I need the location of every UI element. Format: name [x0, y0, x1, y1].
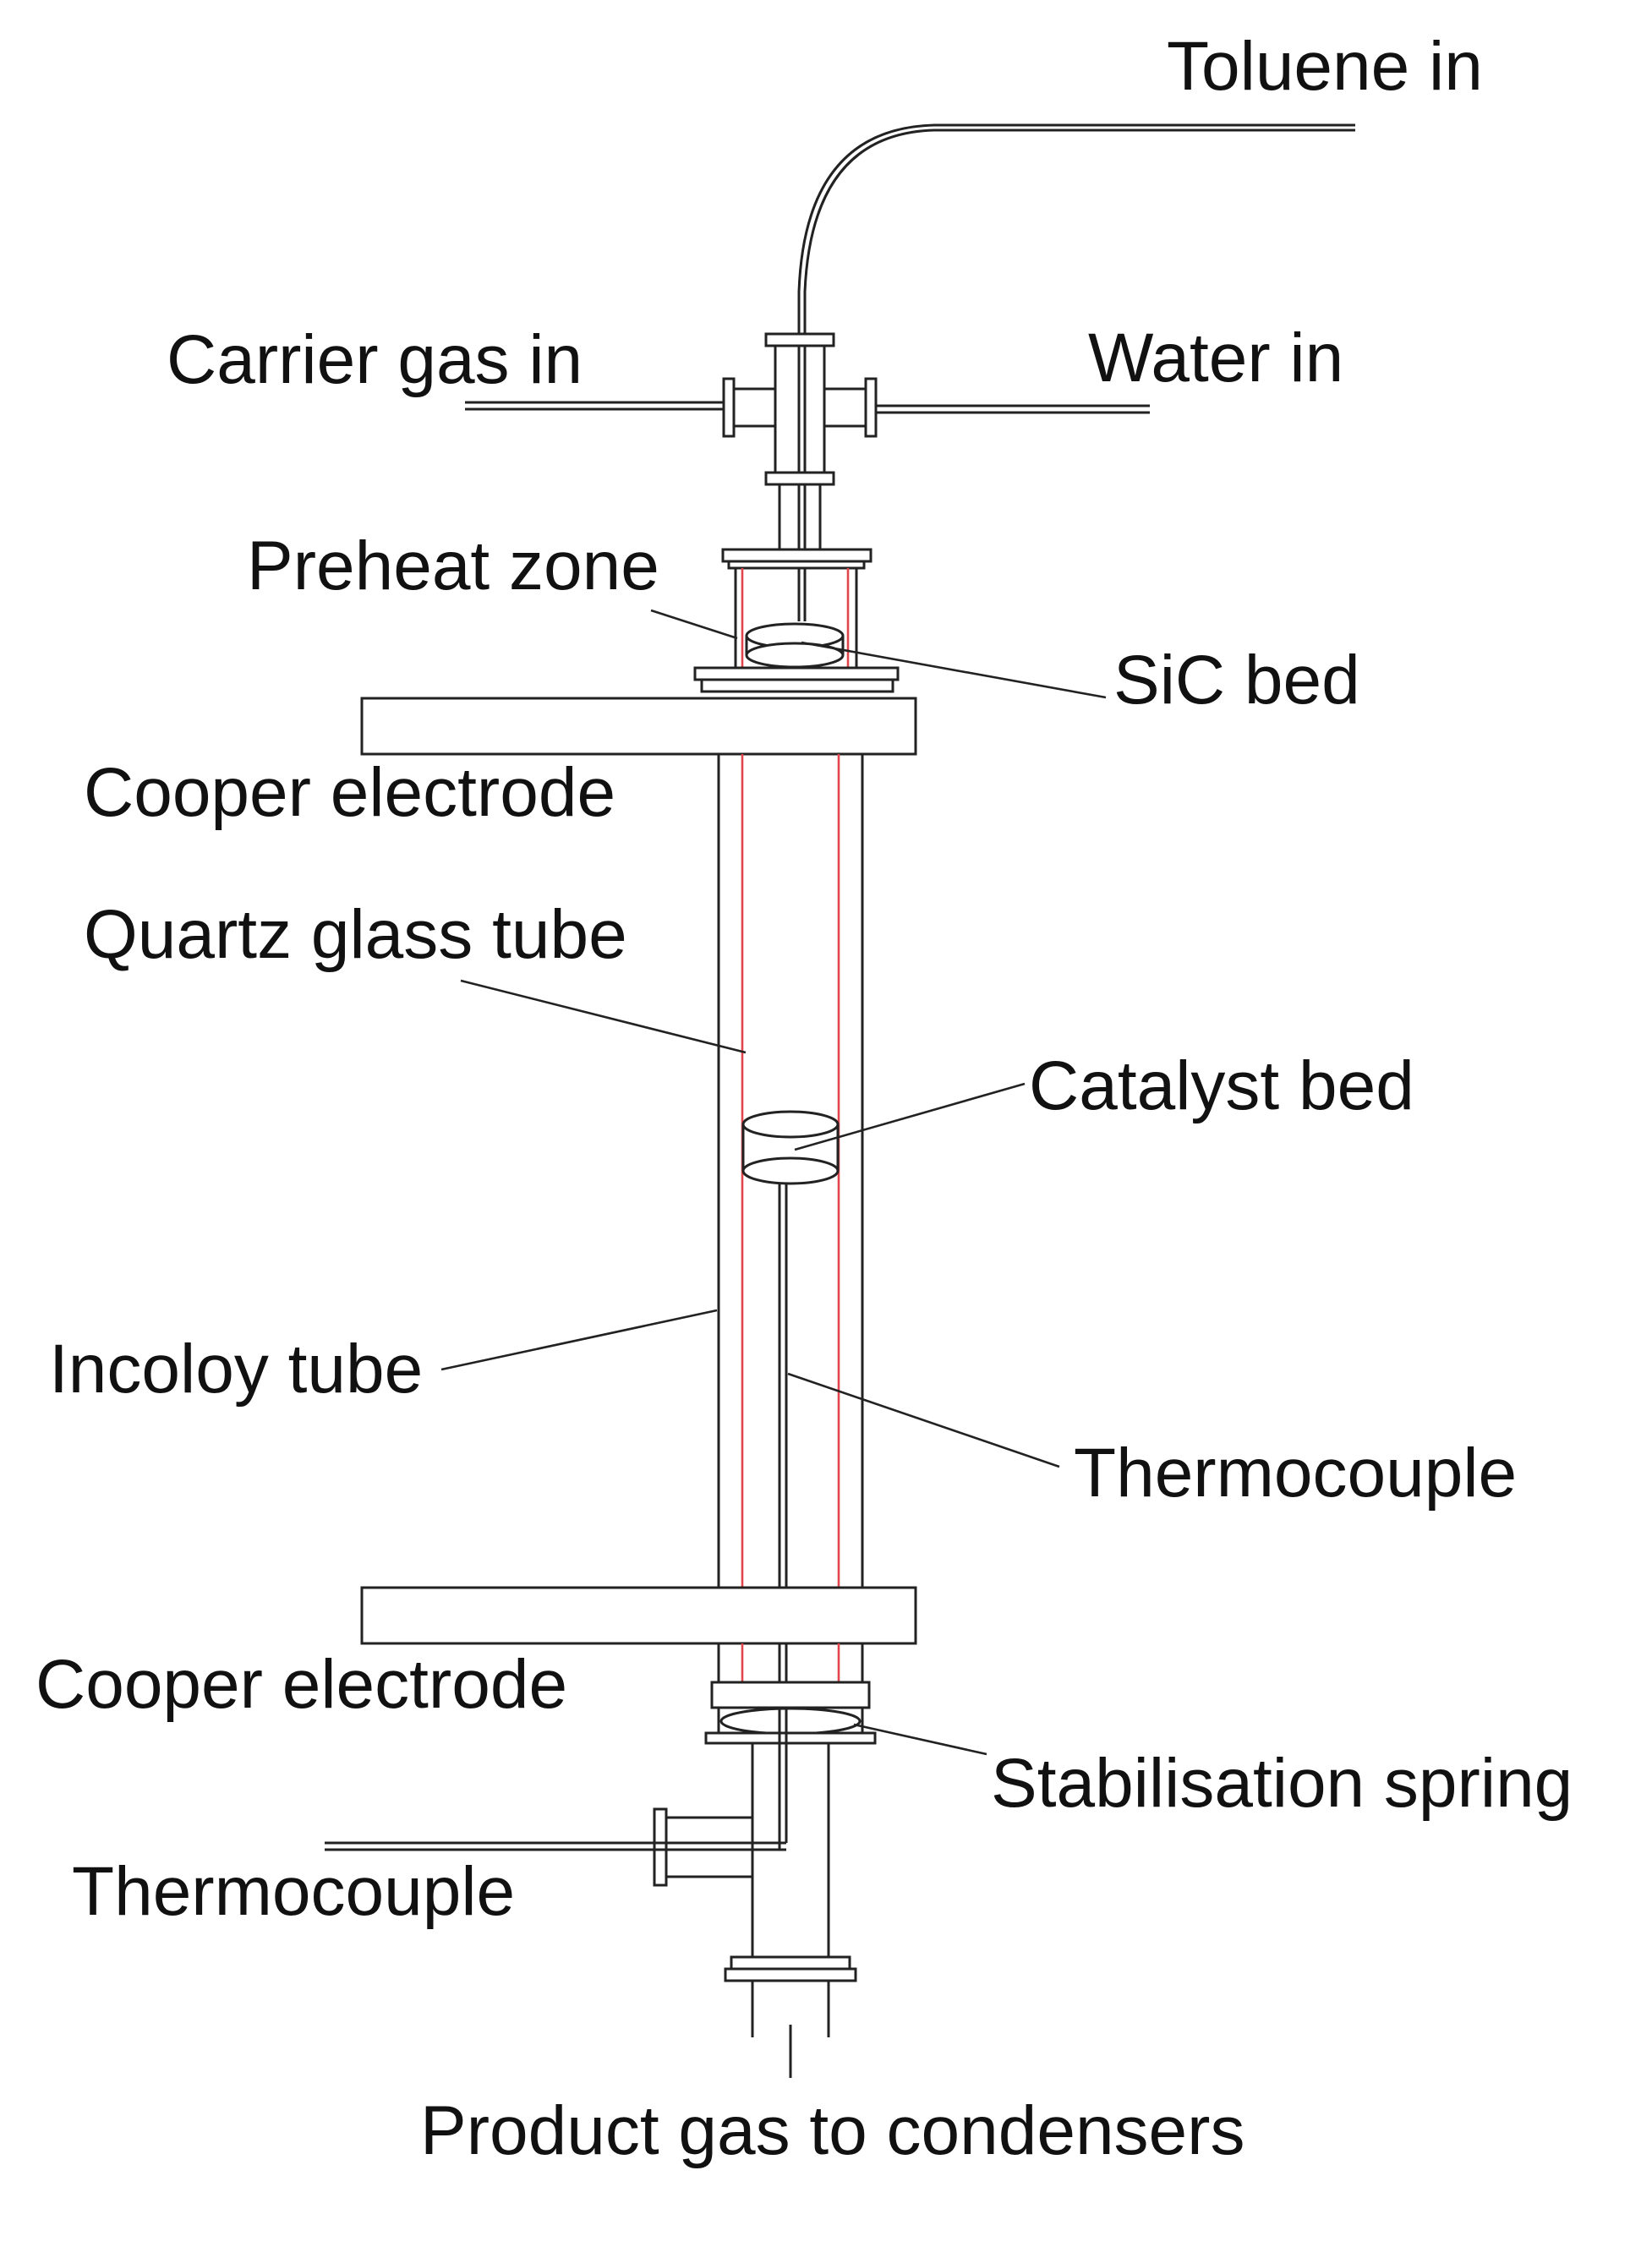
label-carrier-gas-in: Carrier gas in	[167, 321, 583, 398]
label-sic-bed: SiC bed	[1113, 642, 1360, 719]
incoloy-tube	[717, 754, 864, 1588]
leader-lines	[440, 609, 1107, 1756]
label-incoloy-tube: Incoloy tube	[49, 1331, 423, 1408]
spring-housing	[704, 1681, 877, 1745]
water-line	[876, 404, 1150, 414]
catalyst-bed	[741, 1110, 840, 1185]
cross-fitting	[722, 332, 878, 486]
toluene-inlet-line	[797, 123, 1355, 334]
label-stabilisation-spring: Stabilisation spring	[991, 1745, 1573, 1822]
copper-electrode-bottom	[360, 1586, 917, 1645]
outlet-pipe	[724, 1743, 857, 2078]
preheat-lower-flange	[693, 666, 900, 693]
label-toluene-in: Toluene in	[1167, 28, 1483, 105]
label-copper-electrode-bottom: Cooper electrode	[36, 1646, 567, 1723]
copper-electrode-top	[360, 697, 917, 756]
label-catalyst-bed: Catalyst bed	[1029, 1047, 1414, 1124]
label-thermocouple-side: Thermocouple	[72, 1853, 515, 1930]
label-copper-electrode-top: Cooper electrode	[84, 754, 615, 831]
label-quartz-glass-tube: Quartz glass tube	[84, 896, 627, 973]
label-preheat-zone: Preheat zone	[247, 528, 659, 604]
label-thermocouple-inner: Thermocouple	[1074, 1435, 1517, 1512]
label-product-gas: Product gas to condensers	[420, 2092, 1244, 2169]
side-thermocouple-port	[325, 1807, 786, 1887]
label-water-in: Water in	[1088, 320, 1343, 396]
sic-bed	[745, 622, 845, 669]
carrier-gas-line	[465, 401, 724, 411]
lower-tube-section	[717, 1643, 864, 1682]
